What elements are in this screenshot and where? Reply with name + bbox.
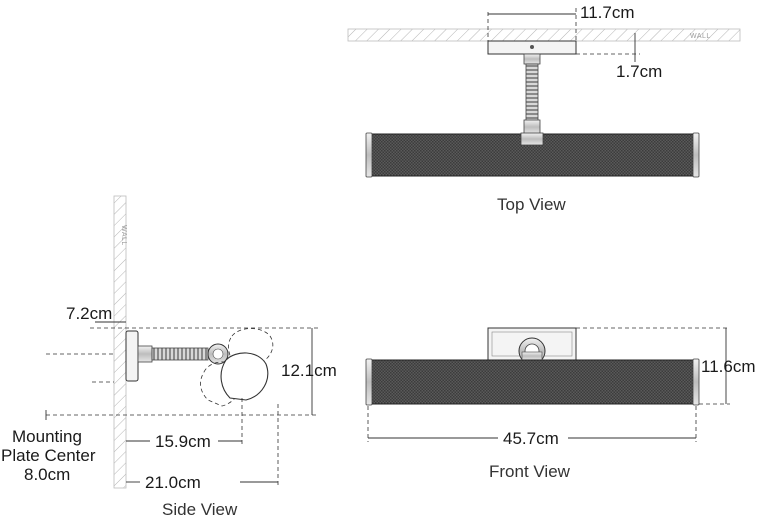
top-view-arm-coil: [525, 63, 539, 123]
top-view-arm-base: [523, 53, 541, 65]
front-view-height-label: 11.6cm: [701, 357, 756, 376]
side-view-mounting-label-2: Plate Center: [1, 446, 96, 465]
front-view-shade: [370, 359, 695, 405]
top-view-shade-endcap-left: [365, 132, 373, 178]
top-view-wall: [347, 28, 741, 42]
side-view-offset-label: 7.2cm: [66, 304, 112, 323]
side-view-mounting-plate: [125, 330, 139, 382]
side-view-arm-base: [137, 345, 153, 363]
side-view-height-label: 12.1cm: [281, 361, 337, 380]
front-view-caption: Front View: [489, 462, 571, 481]
side-view-mounting-value: 8.0cm: [24, 465, 70, 484]
side-view: WALL 7.2cm 12.1cm 15.9cm 21: [1, 195, 337, 519]
top-view-wall-label: WALL: [690, 33, 711, 40]
top-view-shade-endcap-right: [692, 132, 700, 178]
top-view-arm-clamp: [520, 132, 544, 146]
side-view-reach-label: 15.9cm: [155, 432, 211, 451]
top-view-width-label: 11.7cm: [580, 3, 635, 22]
side-view-caption: Side View: [162, 500, 238, 519]
top-view: WALL 11.7cm 1.7cm Top View: [347, 3, 741, 214]
side-view-wall-label: WALL: [120, 225, 127, 246]
side-view-shade: [220, 352, 269, 401]
front-view: 11.6cm 45.7cm Front View: [365, 327, 756, 481]
top-view-plate-screw: [530, 45, 534, 49]
front-view-shade-endcap-left: [365, 358, 373, 406]
top-view-depth-label: 1.7cm: [616, 62, 662, 81]
side-view-depth-label: 21.0cm: [145, 473, 201, 492]
top-view-caption: Top View: [497, 195, 566, 214]
front-view-shade-endcap-right: [692, 358, 700, 406]
top-view-arm-joint: [523, 119, 541, 135]
side-view-arm-coil: [151, 347, 209, 361]
side-view-shade-ghost-upper: [228, 328, 274, 367]
side-view-mounting-label-1: Mounting: [12, 427, 82, 446]
front-view-width-label: 45.7cm: [503, 429, 559, 448]
side-view-shade-ghost-lower: [200, 361, 243, 407]
